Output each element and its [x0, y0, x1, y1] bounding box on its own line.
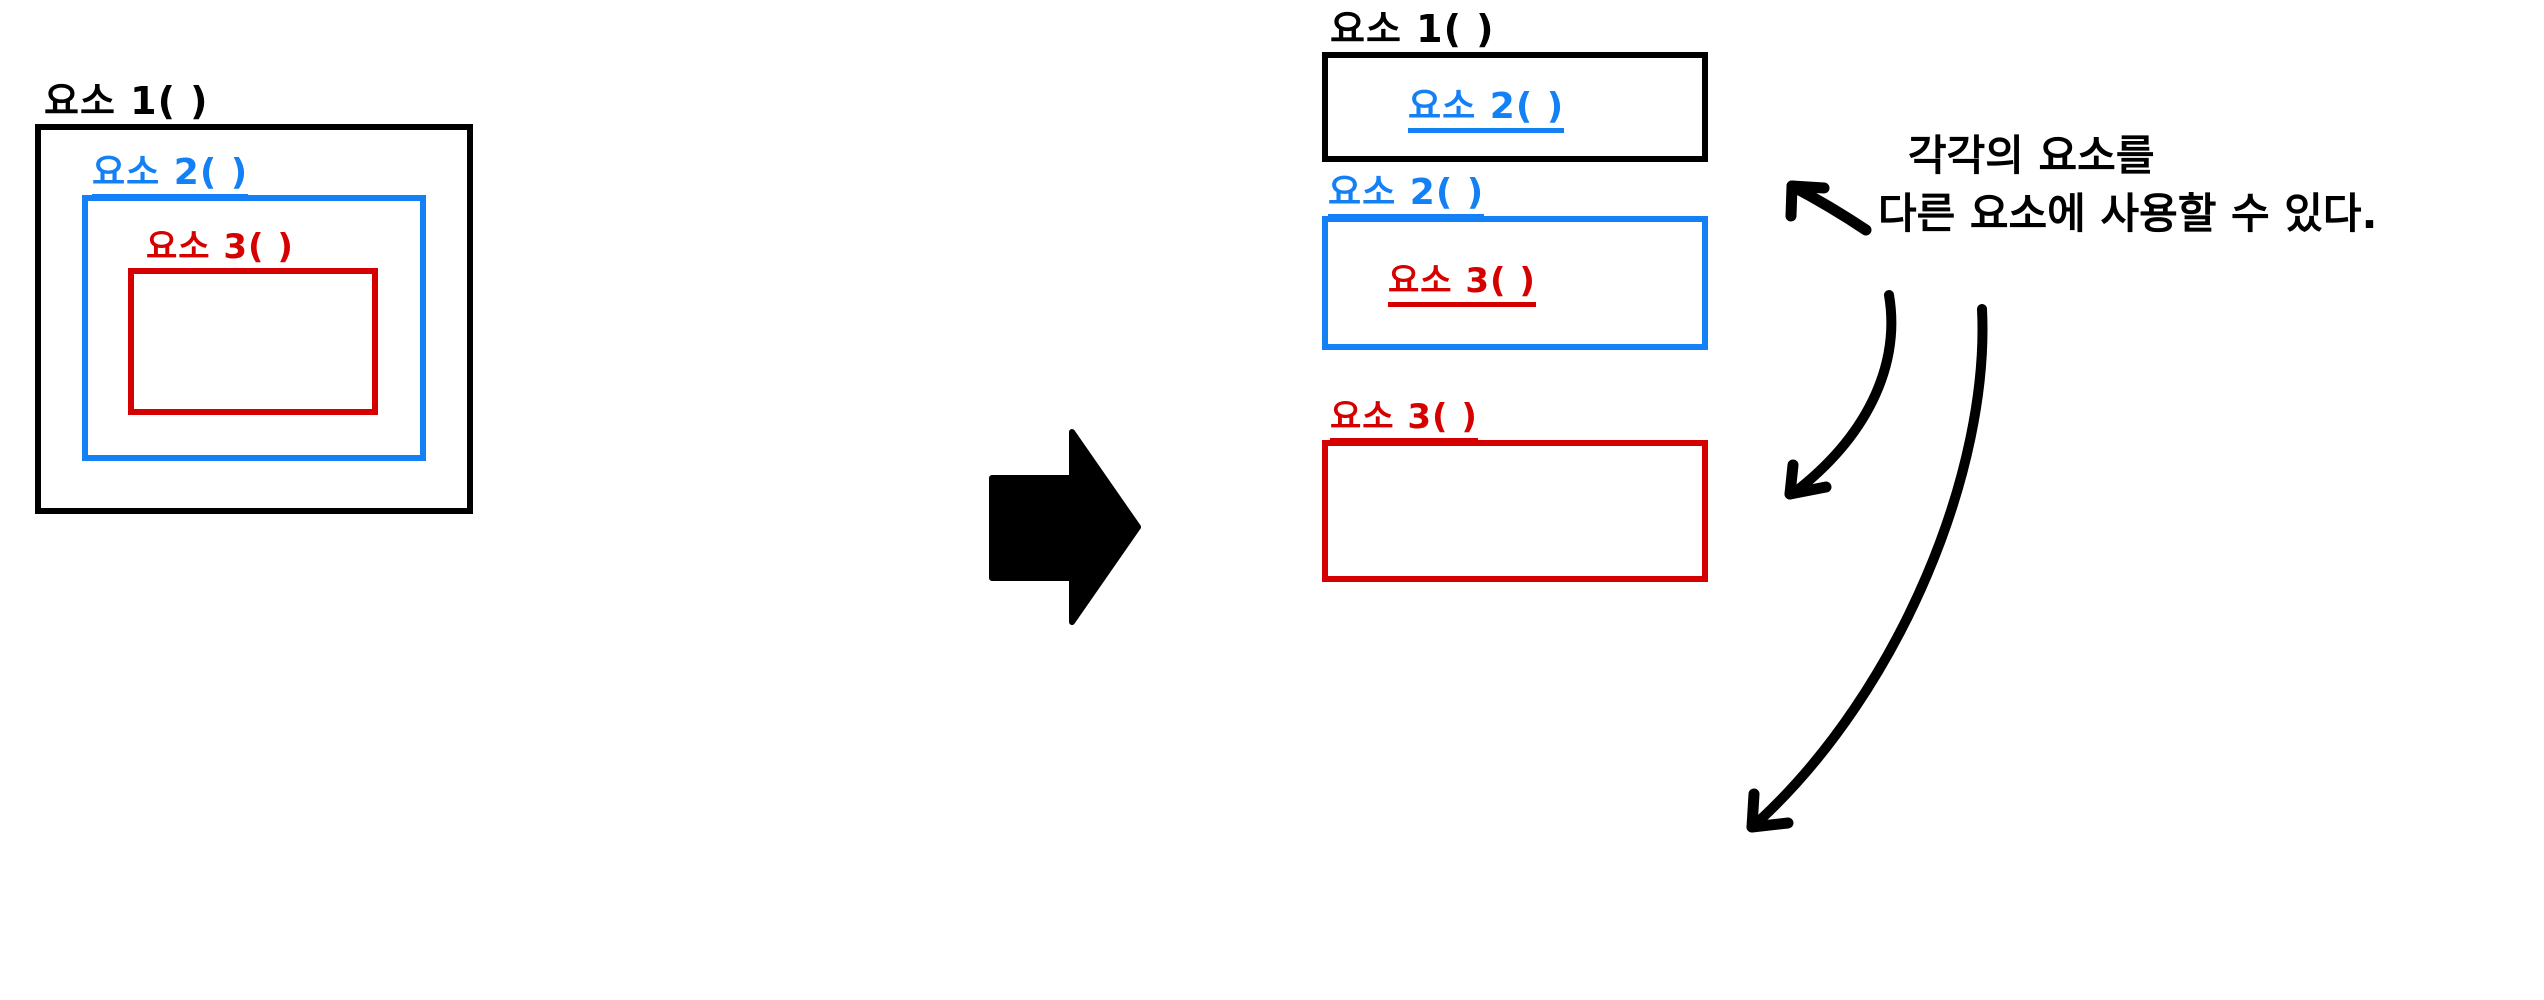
- tick-arrow-up-left-icon: [1785, 180, 1872, 236]
- left-box-1: [35, 124, 473, 514]
- right-box-3: [1322, 440, 1708, 582]
- right-box-2-label: 요소 2( ): [1328, 172, 1485, 220]
- right-box-1-inner-label: 요소 2( ): [1408, 86, 1565, 134]
- right-box-2: 요소 3( ): [1322, 216, 1708, 350]
- left-box-1-label: 요소 1( ): [44, 79, 209, 130]
- right-box-3-label: 요소 3( ): [1330, 397, 1478, 444]
- curved-arrow-to-box-3-icon: [1746, 304, 1988, 833]
- left-box-2: [82, 195, 426, 461]
- annotation-line-1: 각각의 요소를: [1908, 131, 2155, 180]
- left-box-2-label: 요소 2( ): [92, 152, 249, 200]
- right-box-2-inner-label: 요소 3( ): [1388, 261, 1536, 308]
- left-box-3: [128, 268, 378, 415]
- right-box-1: 요소 2( ): [1322, 52, 1708, 162]
- curved-arrow-to-box-2-icon: [1784, 290, 1897, 500]
- right-box-1-label: 요소 1( ): [1330, 7, 1495, 58]
- annotation-line-2: 다른 요소에 사용할 수 있다.: [1878, 189, 2378, 238]
- right-arrow-icon: [989, 429, 1141, 625]
- left-box-3-label: 요소 3( ): [146, 227, 294, 274]
